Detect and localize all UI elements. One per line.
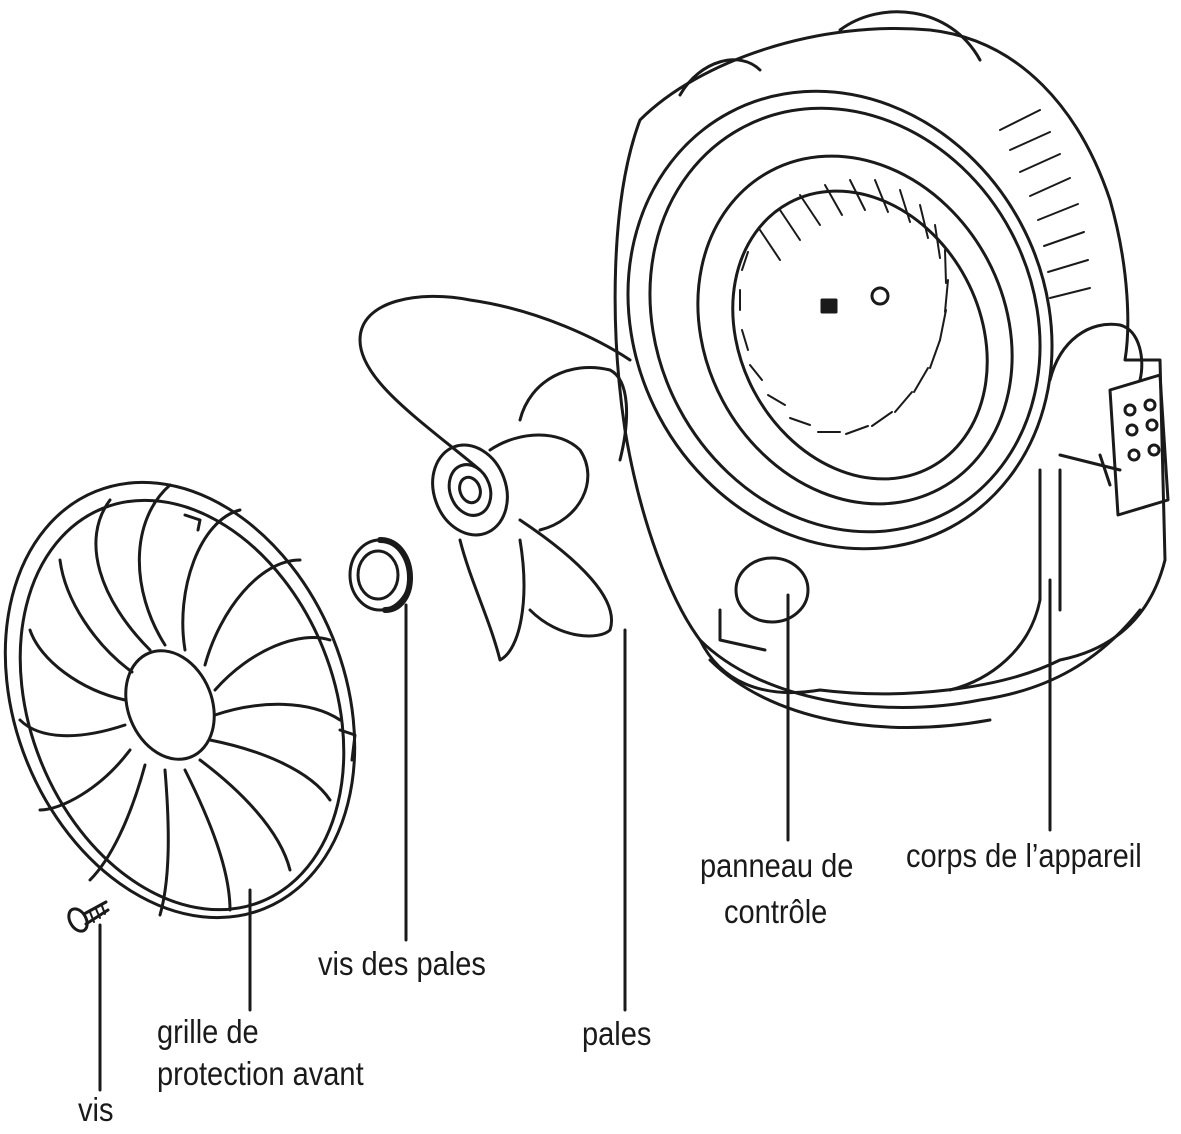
fan-body-illustration bbox=[613, 10, 1170, 729]
label-corps: corps de l’appareil bbox=[906, 837, 1142, 874]
label-panneau-line1: panneau de bbox=[700, 847, 854, 884]
label-vis: vis bbox=[78, 1091, 114, 1128]
label-panneau-line2: contrôle bbox=[724, 893, 828, 930]
screw-illustration bbox=[67, 900, 110, 933]
blade-screw-illustration bbox=[348, 537, 413, 613]
front-grille-illustration bbox=[3, 480, 357, 920]
label-grille-line1: grille de bbox=[157, 1013, 259, 1050]
blades-illustration bbox=[358, 294, 632, 662]
leader-lines bbox=[98, 578, 1052, 1092]
label-vis-des-pales: vis des pales bbox=[318, 945, 486, 982]
label-grille-line2: protection avant bbox=[157, 1055, 364, 1092]
label-pales: pales bbox=[582, 1015, 652, 1052]
